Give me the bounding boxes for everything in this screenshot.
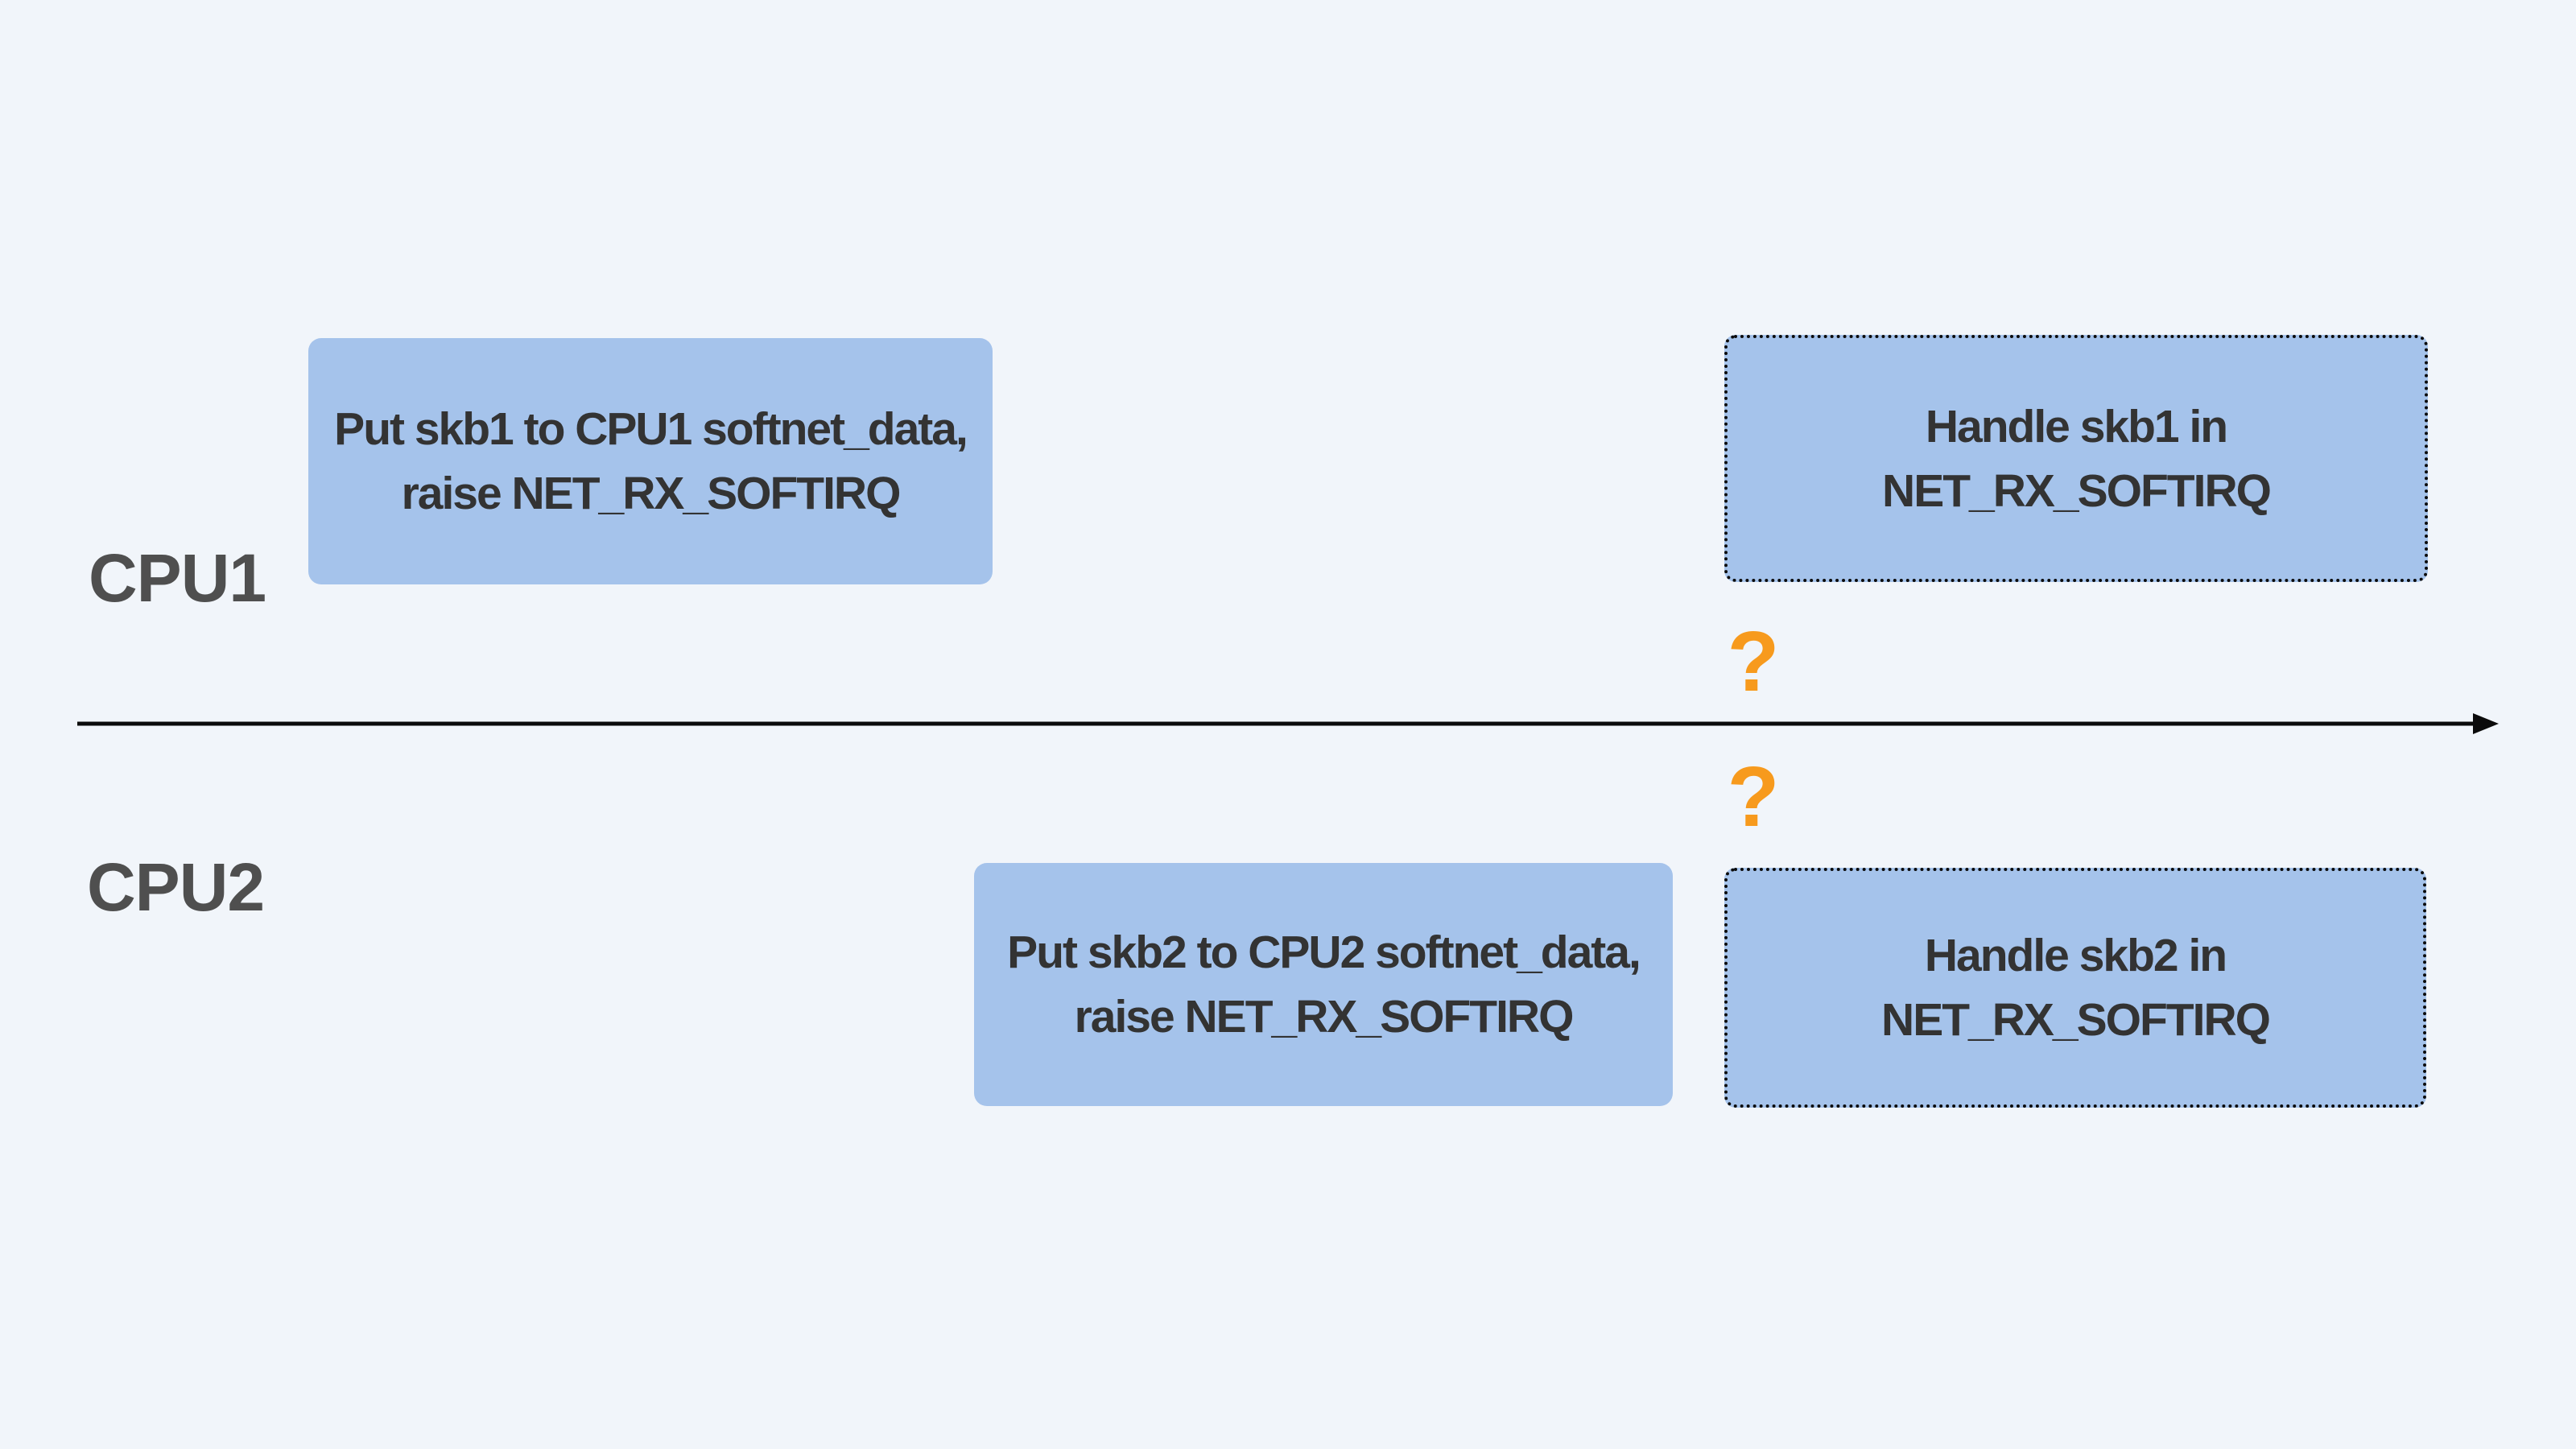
box-text-line: raise NET_RX_SOFTIRQ bbox=[401, 468, 902, 519]
question-mark-bottom: ? bbox=[1727, 749, 1780, 844]
box-handle-skb2: Handle skb2 in NET_RX_SOFTIRQ bbox=[1724, 868, 2426, 1108]
box-put-skb1: Put skb1 to CPU1 softnet_data, raise NET… bbox=[308, 338, 993, 584]
cpu2-lane-label: CPU2 bbox=[87, 849, 265, 925]
box-text-line: NET_RX_SOFTIRQ bbox=[1882, 464, 2272, 517]
box-text-line: Handle skb2 in bbox=[1924, 930, 2227, 981]
box-text-line: Put skb2 to CPU2 softnet_data, bbox=[1007, 927, 1641, 978]
cpu1-lane-label: CPU1 bbox=[89, 540, 266, 616]
box-text-line: Put skb1 to CPU1 softnet_data, bbox=[334, 403, 968, 455]
timeline-arrow bbox=[77, 713, 2499, 734]
box-handle-skb1: Handle skb1 in NET_RX_SOFTIRQ bbox=[1724, 335, 2428, 582]
box-text-line: NET_RX_SOFTIRQ bbox=[1881, 994, 2271, 1046]
timeline-arrowhead-icon bbox=[2473, 713, 2499, 734]
box-text-line: Handle skb1 in bbox=[1925, 400, 2228, 452]
box-put-skb2: Put skb2 to CPU2 softnet_data, raise NET… bbox=[974, 863, 1673, 1106]
box-text-line: raise NET_RX_SOFTIRQ bbox=[1074, 991, 1575, 1042]
question-mark-top: ? bbox=[1727, 614, 1780, 709]
